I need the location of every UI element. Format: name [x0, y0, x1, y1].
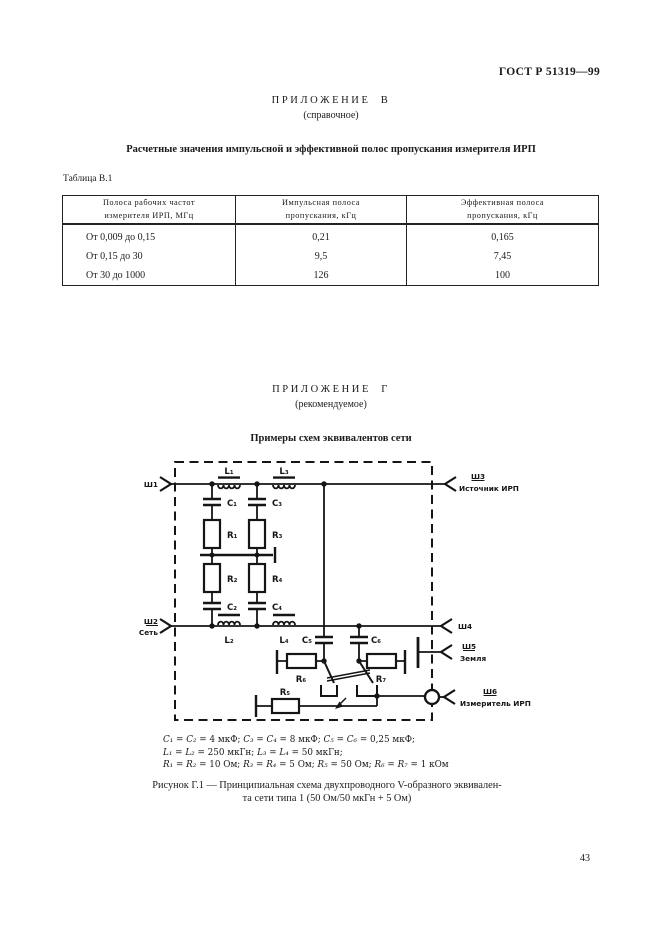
circuit-diagram: L₁ L₃ C₁ C₃ R₁ R₃ R₂ R₄ C₂ C₄ L₂ L₄ C₅ C… [139, 461, 531, 721]
label-r1: R₁ [227, 531, 238, 541]
values-line-inductors: L₁ = L₂ = 250 мкГн; L₃ = L₄ = 50 мкГн; [163, 747, 343, 758]
bandwidth-table: Полоса рабочих частот измерителя ИРП, МГ… [62, 195, 599, 286]
label-c6: C₆ [371, 636, 381, 646]
capacitor-c4 [248, 601, 266, 611]
cell-effective-bw: 7,45 [406, 247, 599, 266]
caption-line-2: та сети типа 1 (50 Ом/50 мкГн + 5 Ом) [242, 793, 412, 804]
label-sh6-sub: Измеритель ИРП [460, 699, 531, 708]
inductor-l4 [272, 620, 296, 626]
label-r6: R₆ [296, 675, 307, 685]
capacitor-c2 [203, 601, 221, 611]
meter-wire [376, 695, 425, 706]
label-l1: L₁ [224, 467, 233, 477]
label-sh4: Ш4 [458, 622, 472, 631]
label-c5: C₅ [302, 636, 312, 646]
switch-contact-b [356, 685, 378, 697]
label-sh3-sub: Источник ИРП [459, 484, 519, 493]
values-line-resistors: R₁ = R₂ = 10 Ом; R₃ = R₄ = 5 Ом; R₅ = 50… [163, 760, 449, 771]
inductor-l2 [217, 620, 241, 626]
label-c4: C₄ [272, 603, 282, 613]
meter-circle [423, 688, 441, 706]
label-sh2: Ш2 [144, 617, 158, 626]
standard-number: ГОСТ Р 51319—99 [498, 66, 600, 78]
resistor-r3 [247, 518, 267, 550]
appendix-b-heading: ПРИЛОЖЕНИЕ В [271, 95, 391, 106]
cell-effective-bw: 100 [406, 266, 599, 286]
cell-effective-bw: 0,165 [406, 224, 599, 247]
inductor-core-bars [218, 476, 295, 617]
table-row: От 0,15 до 30 9,5 7,45 [62, 247, 599, 266]
resistor-r4 [247, 562, 267, 594]
table-header-row: Полоса рабочих частот измерителя ИРП, МГ… [62, 195, 599, 225]
label-r3: R₃ [272, 531, 283, 541]
caption-line-1: Рисунок Г.1 — Принципиальная схема двухп… [152, 780, 502, 791]
label-sh3: Ш3 [471, 472, 485, 481]
label-r4: R₄ [272, 575, 283, 585]
inductor-l1 [217, 484, 241, 490]
col-header-effective: Эффективная полоса пропускания, кГц [406, 195, 599, 225]
inductor-l3 [272, 484, 296, 490]
col-header-frequency: Полоса рабочих частот измерителя ИРП, МГ… [62, 195, 236, 225]
cell-freq-range: От 0,15 до 30 [62, 247, 236, 266]
junction-dots [209, 481, 380, 699]
cell-freq-range: От 30 до 1000 [62, 266, 236, 286]
cell-freq-range: От 0,009 до 0,15 [62, 224, 236, 247]
capacitor-c1 [203, 497, 221, 507]
label-r7: R₇ [376, 675, 387, 685]
page-number: 43 [580, 853, 590, 864]
switch-contact-a [320, 685, 338, 697]
table-label: Таблица В.1 [63, 174, 113, 184]
label-l3: L₃ [279, 467, 288, 477]
enclosure-dashed-box [174, 461, 433, 721]
label-sh5: Ш5 [462, 642, 476, 651]
appendix-g-title: Примеры схем эквивалентов сети [250, 433, 412, 444]
appendix-b-title: Расчетные значения импульсной и эффектив… [126, 144, 536, 155]
component-values: C₁ = C₂ = 4 мкФ; C₃ = C₄ = 8 мкФ; C₅ = C… [163, 734, 449, 772]
col-header-impulse: Импульсная полоса пропускания, кГц [235, 195, 407, 225]
label-r5: R₅ [280, 688, 291, 698]
resistor-r7 [365, 652, 398, 670]
connector-sh1 [159, 476, 174, 492]
cell-impulse-bw: 0,21 [235, 224, 407, 247]
label-l4: L₄ [279, 636, 288, 646]
label-l2: L₂ [224, 636, 233, 646]
table-row: От 0,009 до 0,15 0,21 0,165 [62, 224, 599, 247]
resistor-r6 [285, 652, 318, 670]
values-line-capacitors: C₁ = C₂ = 4 мкФ; C₃ = C₄ = 8 мкФ; C₅ = C… [163, 735, 415, 745]
appendix-g-subheading: (рекомендуемое) [295, 399, 367, 410]
connector-sh6 [441, 689, 456, 705]
capacitor-c5 [315, 635, 333, 645]
label-r2: R₂ [227, 575, 238, 585]
connector-sh5 [438, 644, 453, 660]
resistor-r2 [202, 562, 222, 594]
resistor-r1 [202, 518, 222, 550]
appendix-b-subheading: (справочное) [303, 110, 359, 121]
connector-sh4 [438, 618, 453, 634]
figure-caption: Рисунок Г.1 — Принципиальная схема двухп… [130, 779, 524, 805]
capacitor-c3 [248, 497, 266, 507]
capacitor-c6 [350, 635, 368, 645]
connector-sh3 [442, 476, 457, 492]
label-c1: C₁ [227, 499, 237, 509]
label-sh6: Ш6 [483, 687, 497, 696]
label-sh2-sub: Сеть [139, 628, 159, 637]
label-sh1: Ш1 [144, 480, 158, 489]
label-underlines [146, 480, 497, 696]
resistor-r5 [270, 697, 301, 715]
label-sh5-sub: Земля [460, 654, 486, 663]
appendix-g-heading: ПРИЛОЖЕНИЕ Г [272, 384, 390, 395]
cell-impulse-bw: 126 [235, 266, 407, 286]
switch-blade-b [358, 660, 374, 684]
table-row: От 30 до 1000 126 100 [62, 266, 599, 286]
label-c3: C₃ [272, 499, 282, 509]
connector-sh2 [159, 618, 174, 634]
cell-impulse-bw: 9,5 [235, 247, 407, 266]
switch-gang-link [326, 669, 371, 682]
label-c2: C₂ [227, 603, 237, 613]
